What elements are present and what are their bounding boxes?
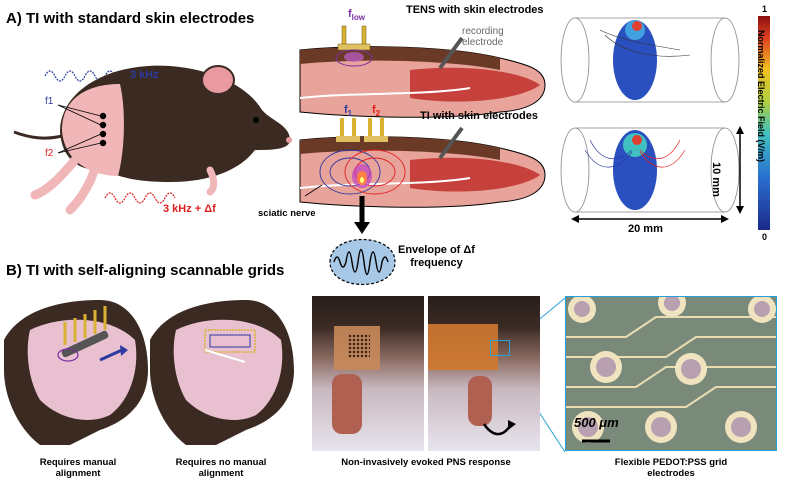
- tens-leg: [299, 46, 546, 118]
- recording-electrode-label: recording electrode: [462, 26, 504, 48]
- caption-pns: Non-invasively evoked PNS response: [341, 457, 511, 468]
- f2-top-label: f2: [372, 104, 380, 118]
- mouse-body: [60, 65, 290, 182]
- sciatic-nerve-label: sciatic nerve: [258, 208, 316, 219]
- f-low-label: flow: [348, 8, 365, 22]
- dim-height-label: 10 mm: [710, 162, 722, 197]
- panel-b-title: B) TI with self-aligning scannable grids: [6, 262, 285, 279]
- caption-no-manual: Requires no manual alignment: [175, 457, 267, 479]
- photo-pedot-grid: 500 μm: [565, 296, 777, 451]
- f1-label: f1: [45, 96, 54, 107]
- photo-grid-on-leg: [312, 296, 424, 451]
- envelope-label: Envelope of Δf frequency: [398, 244, 475, 269]
- tens-title: TENS with skin electrodes: [406, 4, 544, 16]
- colorbar-title: Normalized Electric Field (V/m): [756, 30, 766, 163]
- colorbar-min: 0: [762, 232, 768, 242]
- red-sine-wave: [104, 192, 176, 204]
- caption-pedot: Flexible PEDOT:PSS grid electrodes: [614, 457, 728, 479]
- ti-title: TI with skin electrodes: [420, 110, 538, 122]
- mouse-ear: [201, 65, 235, 95]
- photo-pns-response: [428, 296, 540, 451]
- dim-width-label: 20 mm: [628, 223, 663, 235]
- blue-sine-wave: [44, 70, 116, 82]
- caption-manual: Requires manual alignment: [39, 457, 117, 479]
- f1-top-label: f1: [344, 104, 352, 118]
- envelope-shape: [329, 238, 396, 286]
- f2-top-main: f: [372, 104, 376, 116]
- f1-top-main: f: [344, 104, 348, 116]
- f-low-sub: low: [351, 13, 366, 23]
- shaved-skin: [62, 84, 124, 176]
- panel-a-title: A) TI with standard skin electrodes: [6, 10, 255, 27]
- mouse-tail: [13, 130, 63, 140]
- scale-bar-label: 500 μm: [574, 415, 619, 430]
- f1-top-sub: 1: [347, 109, 353, 119]
- f2-top-sub: 2: [375, 109, 381, 119]
- ti-leg: [299, 136, 546, 208]
- freq-red-label: 3 kHz + Δf: [163, 203, 216, 215]
- colorbar-max: 1: [762, 4, 768, 14]
- f-low-main: f: [348, 8, 352, 20]
- freq-blue-label: 3 kHz: [130, 69, 159, 81]
- f2-label: f2: [45, 148, 54, 159]
